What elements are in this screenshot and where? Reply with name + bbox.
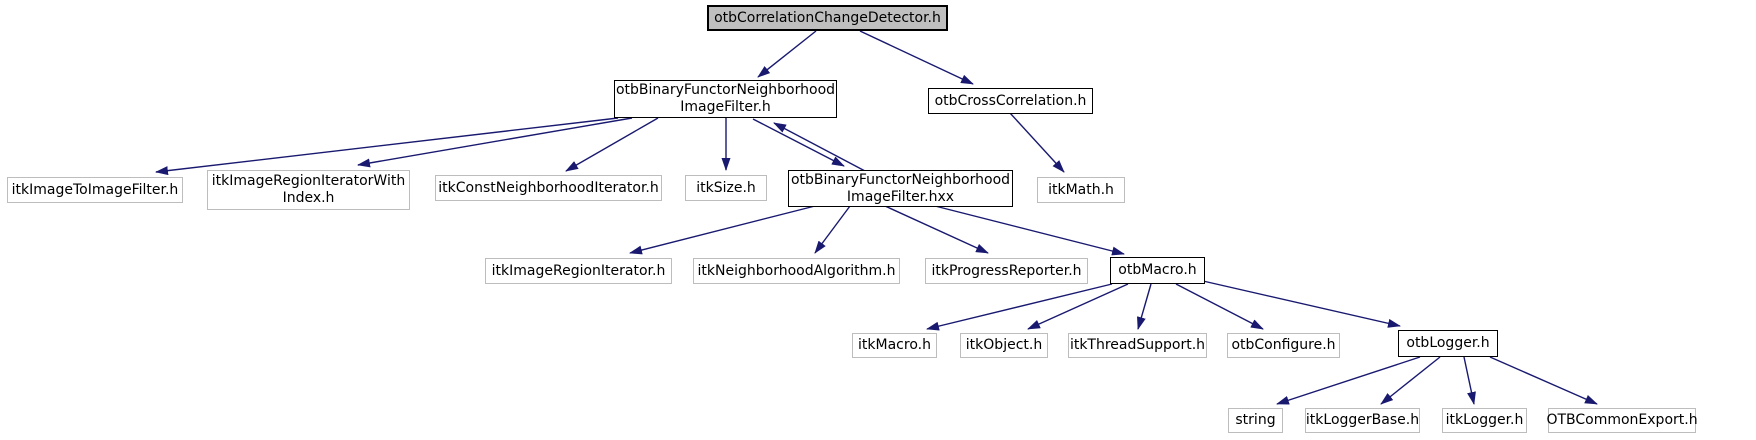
node-string: string — [1228, 408, 1283, 433]
edge-otb-logger-itk-logger-base — [1380, 356, 1441, 405]
node-itk-const-neighborhood-iterator-h: itkConstNeighborhoodIterator.h — [435, 175, 662, 201]
edge-otb-macro-otb-logger — [1202, 280, 1401, 328]
node-label: itkLoggerBase.h — [1305, 412, 1420, 428]
edge-otb-macro-itk-object — [1027, 283, 1129, 330]
node-label: itkMacro.h — [858, 337, 931, 353]
edge-otb-macro-itk-thread-support — [1137, 283, 1152, 330]
node-label: ImageFilter.h — [680, 99, 771, 115]
node-label: itkImageRegionIteratorWith — [211, 173, 406, 189]
edge-otb-logger-otb-common-export — [1489, 356, 1598, 405]
node-label: itkThreadSupport.h — [1069, 337, 1206, 353]
node-itk-progress-reporter-h: itkProgressReporter.h — [925, 258, 1088, 284]
node-label: otbCrossCorrelation.h — [934, 92, 1087, 109]
edge-cross-correlation-itk-math — [1009, 112, 1065, 173]
edge-binary-functor-hxx-otb-macro — [934, 205, 1125, 256]
edge-binary-functor-h-binary-functor-hxx — [752, 118, 845, 167]
node-itk-size-h: itkSize.h — [685, 175, 767, 201]
node-itk-object-h: itkObject.h — [960, 333, 1048, 358]
node-label: itkNeighborhoodAlgorithm.h — [697, 262, 896, 279]
node-label: otbBinaryFunctorNeighborhood — [790, 171, 1011, 188]
node-label: itkMath.h — [1048, 181, 1114, 198]
node-itk-thread-support-h: itkThreadSupport.h — [1068, 333, 1207, 358]
node-label: itkConstNeighborhoodIterator.h — [438, 179, 659, 196]
node-itk-macro-h: itkMacro.h — [852, 333, 937, 358]
node-label: itkLogger.h — [1445, 412, 1524, 428]
node-label: otbMacro.h — [1118, 262, 1197, 278]
edge-binary-functor-hxx-itk-image-region-iterator — [629, 205, 816, 255]
node-label: ImageFilter.hxx — [846, 188, 955, 205]
node-itk-math-h: itkMath.h — [1037, 177, 1125, 203]
edge-otb-macro-otb-configure — [1175, 283, 1264, 330]
edge-binary-functor-hxx-itk-progress-reporter — [884, 205, 989, 254]
node-itk-image-to-image-filter-h: itkImageToImageFilter.h — [7, 177, 183, 203]
node-itk-neighborhood-algorithm-h: itkNeighborhoodAlgorithm.h — [693, 258, 900, 284]
node-itk-logger-h: itkLogger.h — [1442, 408, 1527, 433]
node-label: itkSize.h — [696, 179, 756, 196]
node-itk-image-region-iterator-h: itkImageRegionIterator.h — [485, 258, 672, 284]
node-otb-macro-h[interactable]: otbMacro.h — [1110, 257, 1205, 284]
node-otb-correlation-change-detector-h: otbCorrelationChangeDetector.h — [707, 5, 948, 31]
edge-otb-logger-string — [1276, 356, 1421, 405]
node-otb-binary-functor-neighborhood-image-filter-hxx[interactable]: otbBinaryFunctorNeighborhood ImageFilter… — [788, 170, 1013, 207]
edge-root-binary-functor-h — [757, 30, 817, 78]
edge-binary-functor-h-itk-image-region-iterator-with-index — [357, 117, 633, 168]
node-label: OTBCommonExport.h — [1546, 412, 1698, 428]
node-label: otbBinaryFunctorNeighborhood — [615, 82, 836, 98]
node-otb-common-export-h: OTBCommonExport.h — [1546, 408, 1698, 433]
edge-binary-functor-hxx-itk-neighborhood-algorithm — [814, 205, 851, 254]
node-otb-cross-correlation-h[interactable]: otbCrossCorrelation.h — [928, 88, 1093, 114]
node-label: itkObject.h — [965, 337, 1043, 353]
node-label: otbLogger.h — [1406, 335, 1490, 351]
node-otb-configure-h: otbConfigure.h — [1227, 333, 1340, 358]
node-label: otbCorrelationChangeDetector.h — [714, 9, 941, 26]
node-label: itkImageRegionIterator.h — [491, 262, 666, 279]
node-otb-binary-functor-neighborhood-image-filter-h[interactable]: otbBinaryFunctorNeighborhood ImageFilter… — [614, 80, 837, 118]
node-otb-logger-h[interactable]: otbLogger.h — [1398, 330, 1498, 357]
edge-otb-logger-itk-logger — [1463, 356, 1476, 405]
node-label: Index.h — [282, 190, 335, 206]
edge-otb-macro-itk-macro — [926, 283, 1113, 331]
edge-binary-functor-h-itk-image-to-image-filter — [155, 117, 619, 176]
node-itk-logger-base-h: itkLoggerBase.h — [1305, 408, 1420, 433]
edge-binary-functor-hxx-binary-functor-h — [773, 122, 866, 172]
node-label: string — [1235, 412, 1276, 428]
node-label: itkProgressReporter.h — [931, 262, 1082, 279]
node-label: otbConfigure.h — [1231, 337, 1336, 353]
node-label: itkImageToImageFilter.h — [11, 181, 179, 198]
node-itk-image-region-iterator-with-index-h: itkImageRegionIteratorWith Index.h — [207, 170, 410, 210]
edge-root-cross-correlation — [859, 30, 974, 85]
edge-binary-functor-h-itk-const-neighborhood-iterator — [565, 117, 659, 172]
